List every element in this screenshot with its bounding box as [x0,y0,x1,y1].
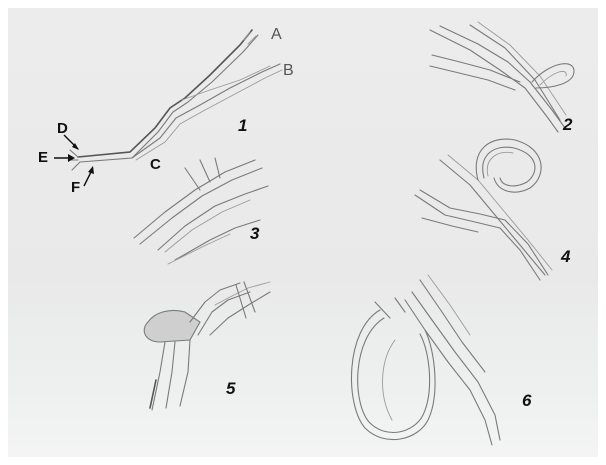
sketch-4-vessel [415,139,552,280]
sketch-5-vessel [144,282,270,410]
figure-number-5: 5 [226,380,235,397]
label-d: D [57,121,68,136]
sketch-6-vessel [351,275,500,445]
figure-number-6: 6 [522,392,531,409]
sketch-2-vessel [430,22,574,132]
label-a: A [271,27,282,43]
label-f: F [71,180,80,195]
sketch-1-vessel [68,30,282,170]
label-e: E [38,150,48,165]
sketch-3-vessel [134,158,268,264]
figure-number-3: 3 [250,225,259,242]
label-c: C [150,157,161,172]
figure-number-2: 2 [563,116,572,133]
figure-number-1: 1 [238,117,247,134]
figure-number-4: 4 [561,248,570,265]
label-b: B [283,63,294,79]
